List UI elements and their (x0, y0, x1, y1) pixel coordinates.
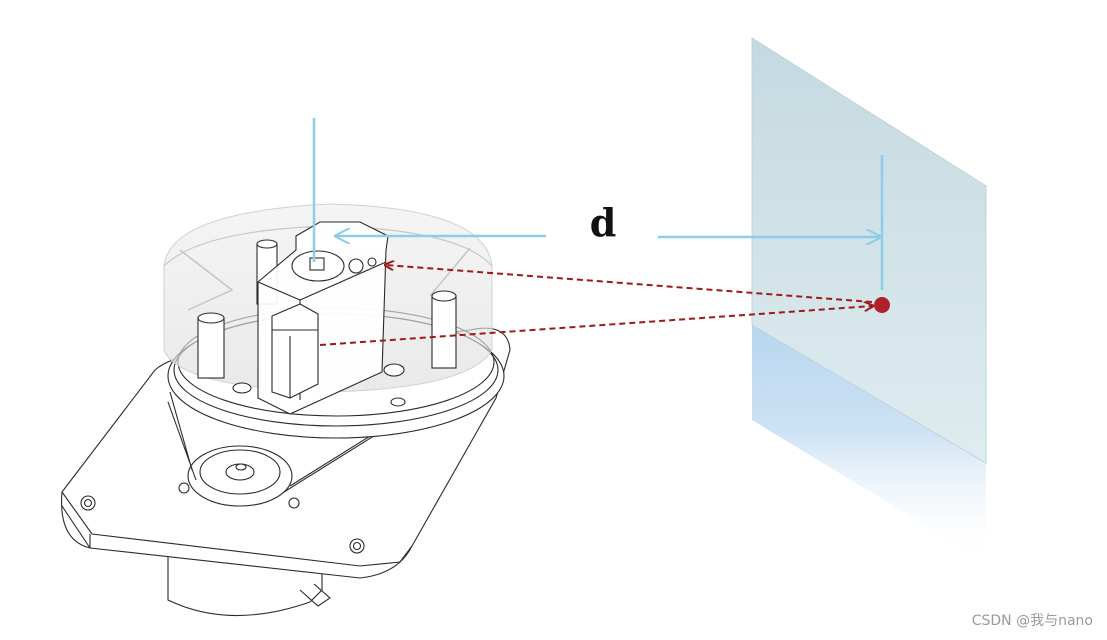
measurement-lines (312, 118, 884, 290)
motor-tab (299, 583, 331, 607)
post-right-cap (431, 290, 457, 302)
post-left (197, 317, 225, 379)
screen-panel (751, 37, 987, 464)
watermark: CSDN @我与nano (971, 613, 1093, 629)
rotor-assembly (197, 221, 457, 415)
projection-screen (751, 37, 987, 562)
mount-hole-mid (178, 482, 190, 494)
post-right (431, 295, 457, 369)
mount-hole-left (80, 495, 96, 511)
mount-hole-right (349, 538, 365, 554)
laser-return-beam (386, 265, 873, 303)
distance-label: d (590, 200, 617, 245)
drive-pulley-axle (235, 463, 247, 471)
laser-spot (874, 297, 890, 313)
front-bracket-edge (272, 329, 318, 398)
post-left-cap (197, 312, 225, 324)
laser-emit-beam (319, 306, 872, 346)
post-back-left-cap (256, 239, 278, 249)
screw-1 (232, 382, 252, 394)
screw-2 (383, 363, 405, 377)
drive-pulley-mid (199, 449, 281, 495)
sensor-lens-slot (309, 257, 325, 271)
front-bracket (271, 303, 319, 399)
plate-edge (61, 491, 413, 567)
sensor-port-1 (348, 258, 364, 274)
drive-pulley-outer (187, 445, 293, 507)
laser-beams (319, 265, 873, 346)
sensor-port-2 (367, 257, 377, 267)
screen-glow (752, 325, 986, 562)
mount-hole-mid2 (288, 497, 300, 509)
dome-facet-right (429, 247, 471, 297)
dome-facet-left (179, 249, 234, 311)
screw-3 (390, 397, 406, 407)
mount-hole-left-inner (83, 498, 93, 508)
mount-hole-right-inner (352, 541, 362, 551)
